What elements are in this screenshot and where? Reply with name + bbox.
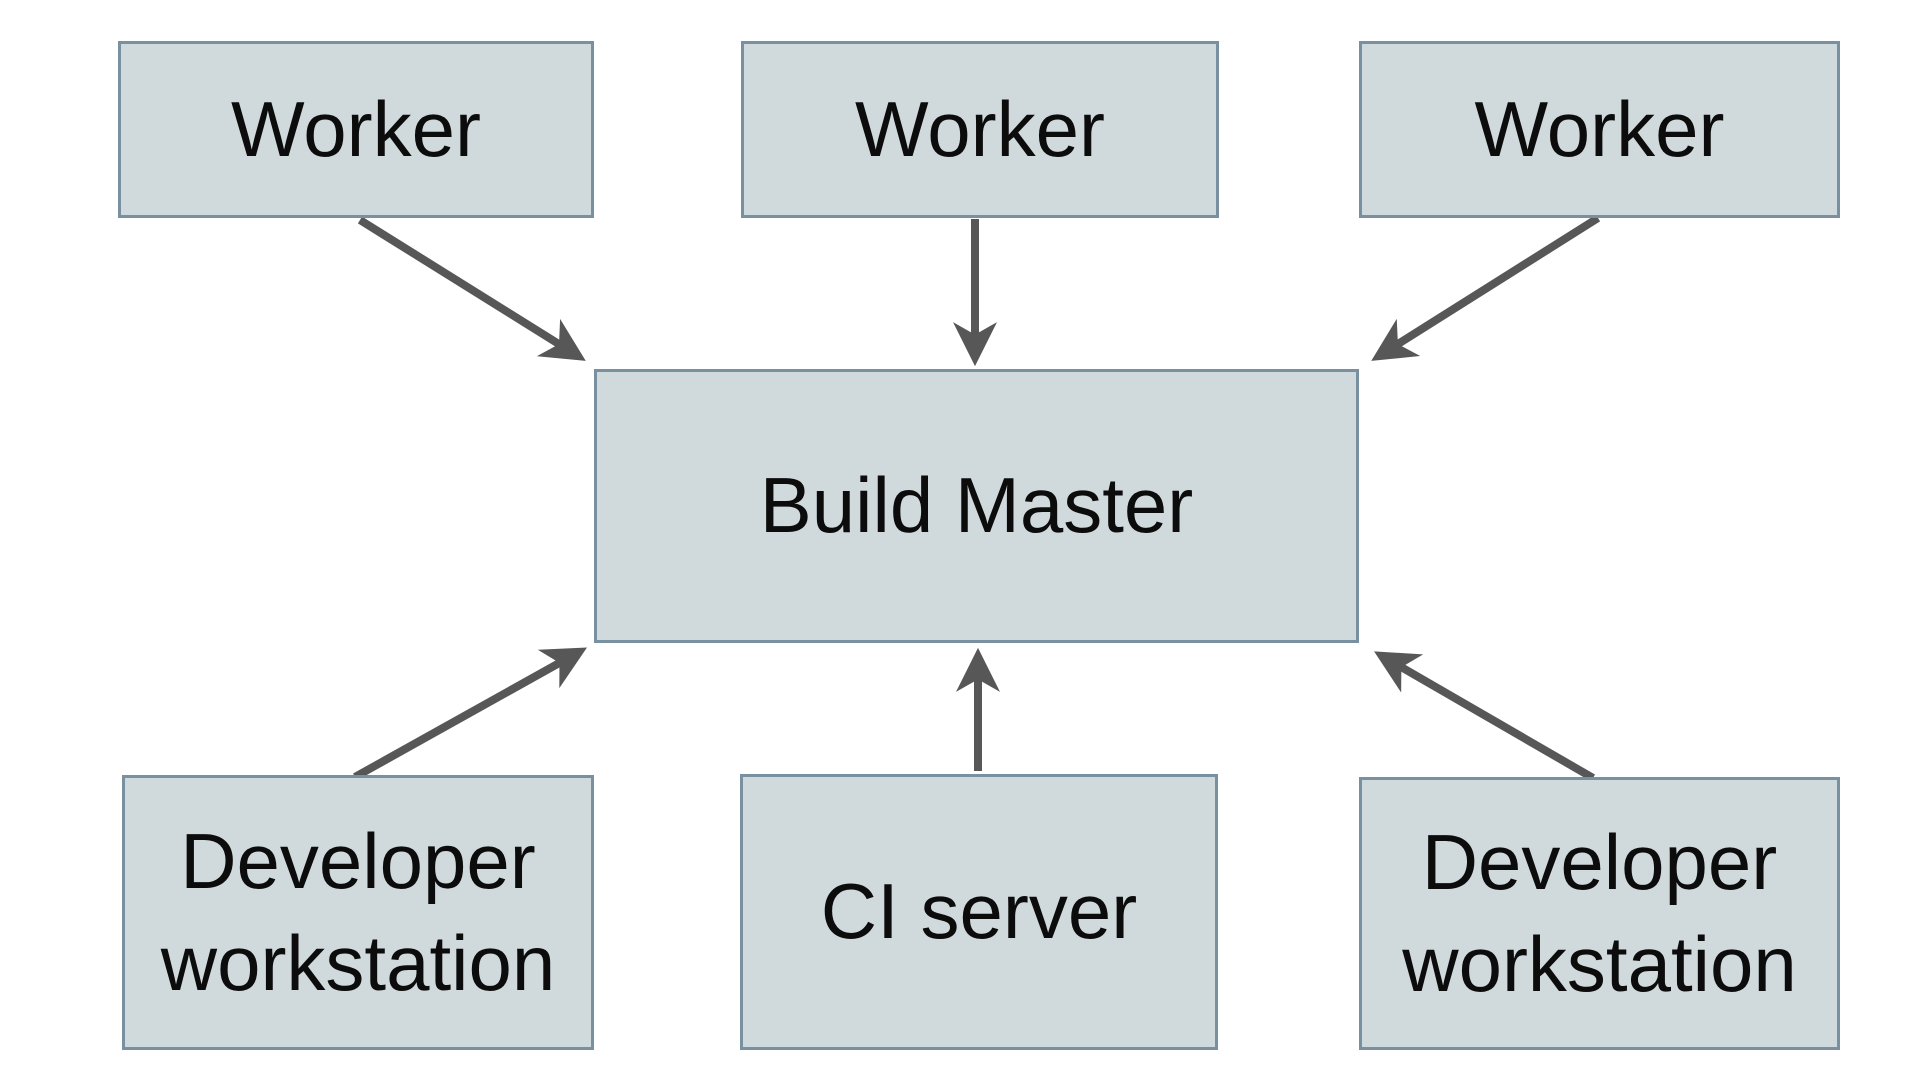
node-developer-workstation-2: Developer workstation bbox=[1359, 777, 1840, 1050]
node-ci-server: CI server bbox=[740, 774, 1218, 1050]
node-worker-3-label: Worker bbox=[1474, 84, 1725, 173]
node-developer-workstation-2-label: Developer workstation bbox=[1402, 818, 1797, 1008]
edge-devworkstation1-to-buildmaster-arrow bbox=[353, 647, 588, 781]
node-build-master-label: Build Master bbox=[759, 461, 1194, 550]
node-build-master: Build Master bbox=[594, 369, 1359, 643]
edge-devworkstation2-to-buildmaster-arrow bbox=[1374, 651, 1596, 782]
node-worker-2-label: Worker bbox=[855, 84, 1105, 173]
node-worker-1: Worker bbox=[118, 41, 594, 218]
edge-worker3-to-buildmaster-arrow bbox=[1371, 214, 1601, 361]
node-developer-workstation-1: Developer workstation bbox=[122, 775, 594, 1050]
node-worker-1-label: Worker bbox=[231, 84, 481, 173]
node-worker-2: Worker bbox=[741, 41, 1219, 218]
node-worker-3: Worker bbox=[1359, 41, 1840, 218]
node-developer-workstation-1-label: Developer workstation bbox=[160, 817, 556, 1007]
edge-worker1-to-buildmaster-arrow bbox=[357, 216, 586, 361]
node-ci-server-label: CI server bbox=[820, 867, 1138, 956]
